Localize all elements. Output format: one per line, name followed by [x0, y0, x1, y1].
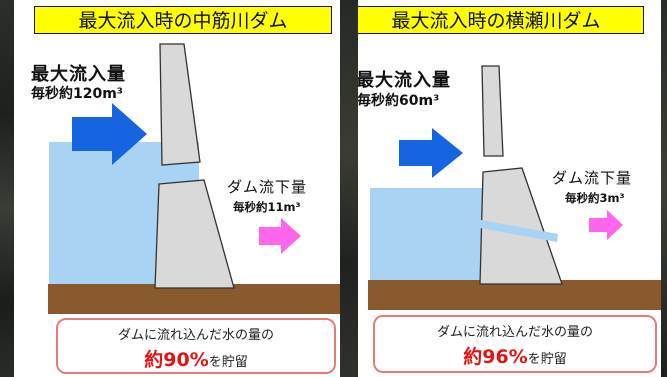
yokosegawa-dam-panel: 最大流入時の横瀬川ダム 最大流入量 毎秒約60m³ ダム流下量 毎秒約3m³ ダ… [358, 0, 661, 377]
ground [368, 280, 661, 310]
storage-result-box: ダムに流れ込んだ水の量の 約90%を貯留 [56, 318, 336, 374]
inflow-arrow-icon [72, 103, 147, 165]
inflow-title: 最大流入量 [31, 64, 126, 85]
outflow-title: ダム流下量 [552, 169, 633, 187]
nakasujigawa-dam-panel: 最大流入時の中筋川ダム 最大流入量 毎秒約120m³ ダム流下量 毎秒約11m³… [14, 0, 340, 377]
dam-illustration [479, 65, 563, 285]
panel-title: 最大流入時の横瀬川ダム [358, 6, 644, 34]
discharge-pipe [480, 220, 558, 242]
dam-upper-block [159, 43, 201, 166]
storage-caption: ダムに流れ込んだ水の量の [436, 325, 593, 340]
inflow-arrow-icon [399, 128, 463, 178]
outflow-rate: 毎秒約11m³ [233, 200, 301, 214]
dam-lower-block [479, 167, 563, 285]
outflow-title: ダム流下量 [227, 178, 308, 196]
dam-upper-block [481, 65, 504, 157]
storage-percent: 約96% [463, 346, 528, 368]
inflow-title: 最大流入量 [358, 70, 451, 91]
ground [48, 284, 340, 314]
inflow-rate: 毎秒約120m³ [31, 86, 123, 102]
storage-suffix: を貯留 [527, 352, 567, 367]
storage-suffix: を貯留 [208, 355, 248, 370]
storage-result-box: ダムに流れ込んだ水の量の 約96%を貯留 [373, 315, 657, 373]
inflow-rate: 毎秒約60m³ [358, 93, 440, 109]
outflow-arrow-icon [259, 218, 301, 254]
panel-title: 最大流入時の中筋川ダム [34, 6, 332, 34]
storage-caption: ダムに流れ込んだ水の量の [117, 328, 274, 343]
reservoir-water [370, 188, 490, 280]
outflow-arrow-icon [589, 210, 623, 240]
storage-percent: 約90% [144, 349, 209, 371]
dam-lower-block [154, 179, 235, 289]
outflow-rate: 毎秒約3m³ [565, 191, 625, 205]
dam-illustration [154, 43, 235, 289]
